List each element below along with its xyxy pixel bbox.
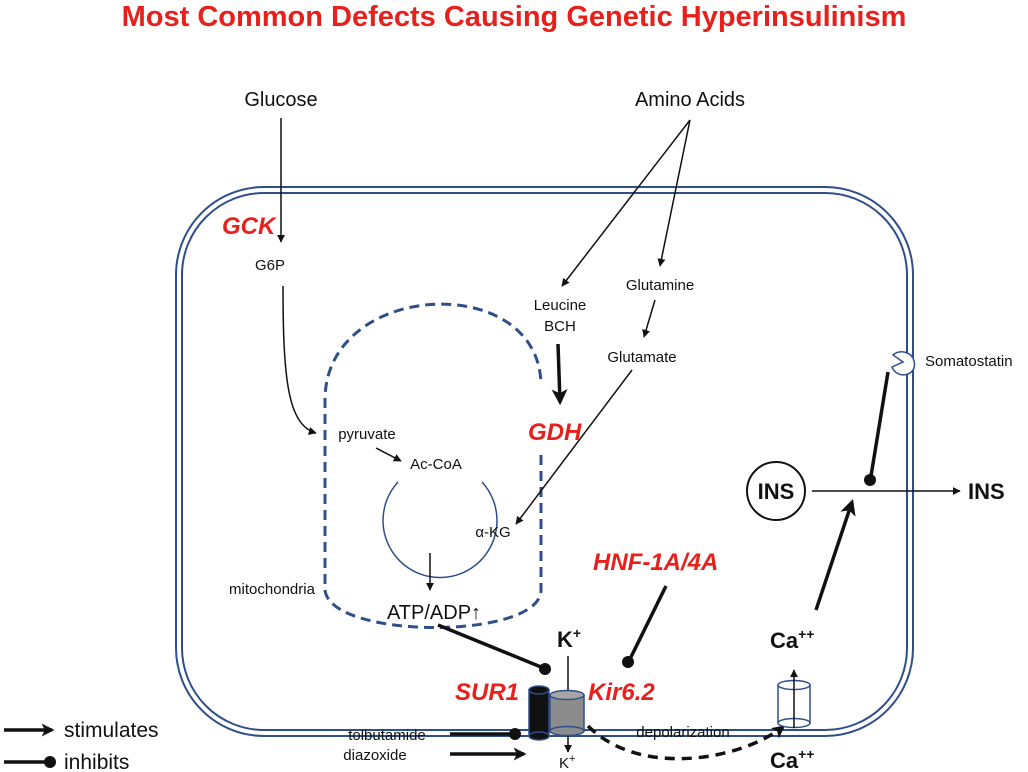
sur1-channel-body [528,689,550,737]
legend-stimulates-label: stimulates [64,719,159,742]
glutamine-to-glutamate-arrow [642,299,656,338]
cell-membrane-inner [181,192,908,731]
sur1-channel-top [528,685,550,695]
somatostatin-inhibits-line [869,371,890,477]
kir-channel-body [549,694,585,732]
ac-coa-label: Ac-CoA [410,456,462,473]
ca-outside-label: Ca++ [770,746,814,772]
glutamine-label: Glutamine [626,277,694,294]
hnf-inhibits-kir-line [628,585,668,660]
glucose-label: Glucose [244,89,317,111]
ins-circle [746,461,806,521]
ins-out-label: INS [968,479,1005,504]
alpha-kg-label: α-KG [475,524,510,541]
glutamate-to-akg-arrow [515,369,633,525]
amino-to-leucine-arrow [561,119,691,287]
bch-label: BCH [544,318,576,335]
hnf-inhibits-kir-end [622,656,634,668]
gene-hnf: HNF-1A/4A [593,549,718,576]
atp-inhibits-katp-end [539,663,551,675]
page-title: Most Common Defects Causing Genetic Hype… [122,1,907,33]
somatostatin-receptor [891,351,916,376]
ca-to-ins-arrow [814,498,856,611]
tca-cycle-arc [382,481,498,579]
tolbutamide-label: tolbutamide [348,727,426,744]
kir-channel-top [549,689,585,701]
atp-adp-label: ATP/ADP↑ [387,602,481,624]
mitochondria-label: mitochondria [229,581,316,598]
leucine-label: Leucine [534,297,587,314]
gene-gck: GCK [222,213,277,240]
tolbutamide-inhibits-end [509,728,521,740]
k-plus-bottom-label: K+ [559,753,575,772]
legend-inhibits-label: inhibits [64,751,129,772]
pyruvate-to-ac-coa-arrow [375,447,402,462]
amino-to-glutamine-arrow [657,119,691,267]
gene-gdh: GDH [528,419,582,446]
depolarization-arrow [586,724,786,761]
atp-inhibits-katp-line [437,623,542,669]
gene-kir: Kir6.2 [588,679,655,706]
pyruvate-label: pyruvate [338,426,396,443]
ins-circle-label: INS [758,479,795,504]
depolarization-label: depolarization [636,724,729,741]
k-plus-top-label: K+ [557,625,581,652]
diazoxide-label: diazoxide [343,747,406,764]
somatostatin-inhibits-end [864,474,876,486]
g6p-to-pyruvate-arrow [282,285,317,435]
leucine-stimulates-gdh-arrow [551,343,568,406]
glutamate-label: Glutamate [607,349,676,366]
gene-sur1: SUR1 [455,679,519,706]
legend-inhibits-end [44,756,56,768]
amino-acids-label: Amino Acids [635,89,745,111]
sur1-channel-bottom [528,731,550,741]
cell-membrane-outer [175,186,914,737]
ca-inside-label: Ca++ [770,626,814,653]
somatostatin-label: Somatostatin [925,353,1013,370]
kir-channel-bottom [549,725,585,737]
g6p-label: G6P [255,257,285,274]
mitochondria-outline [323,302,543,629]
